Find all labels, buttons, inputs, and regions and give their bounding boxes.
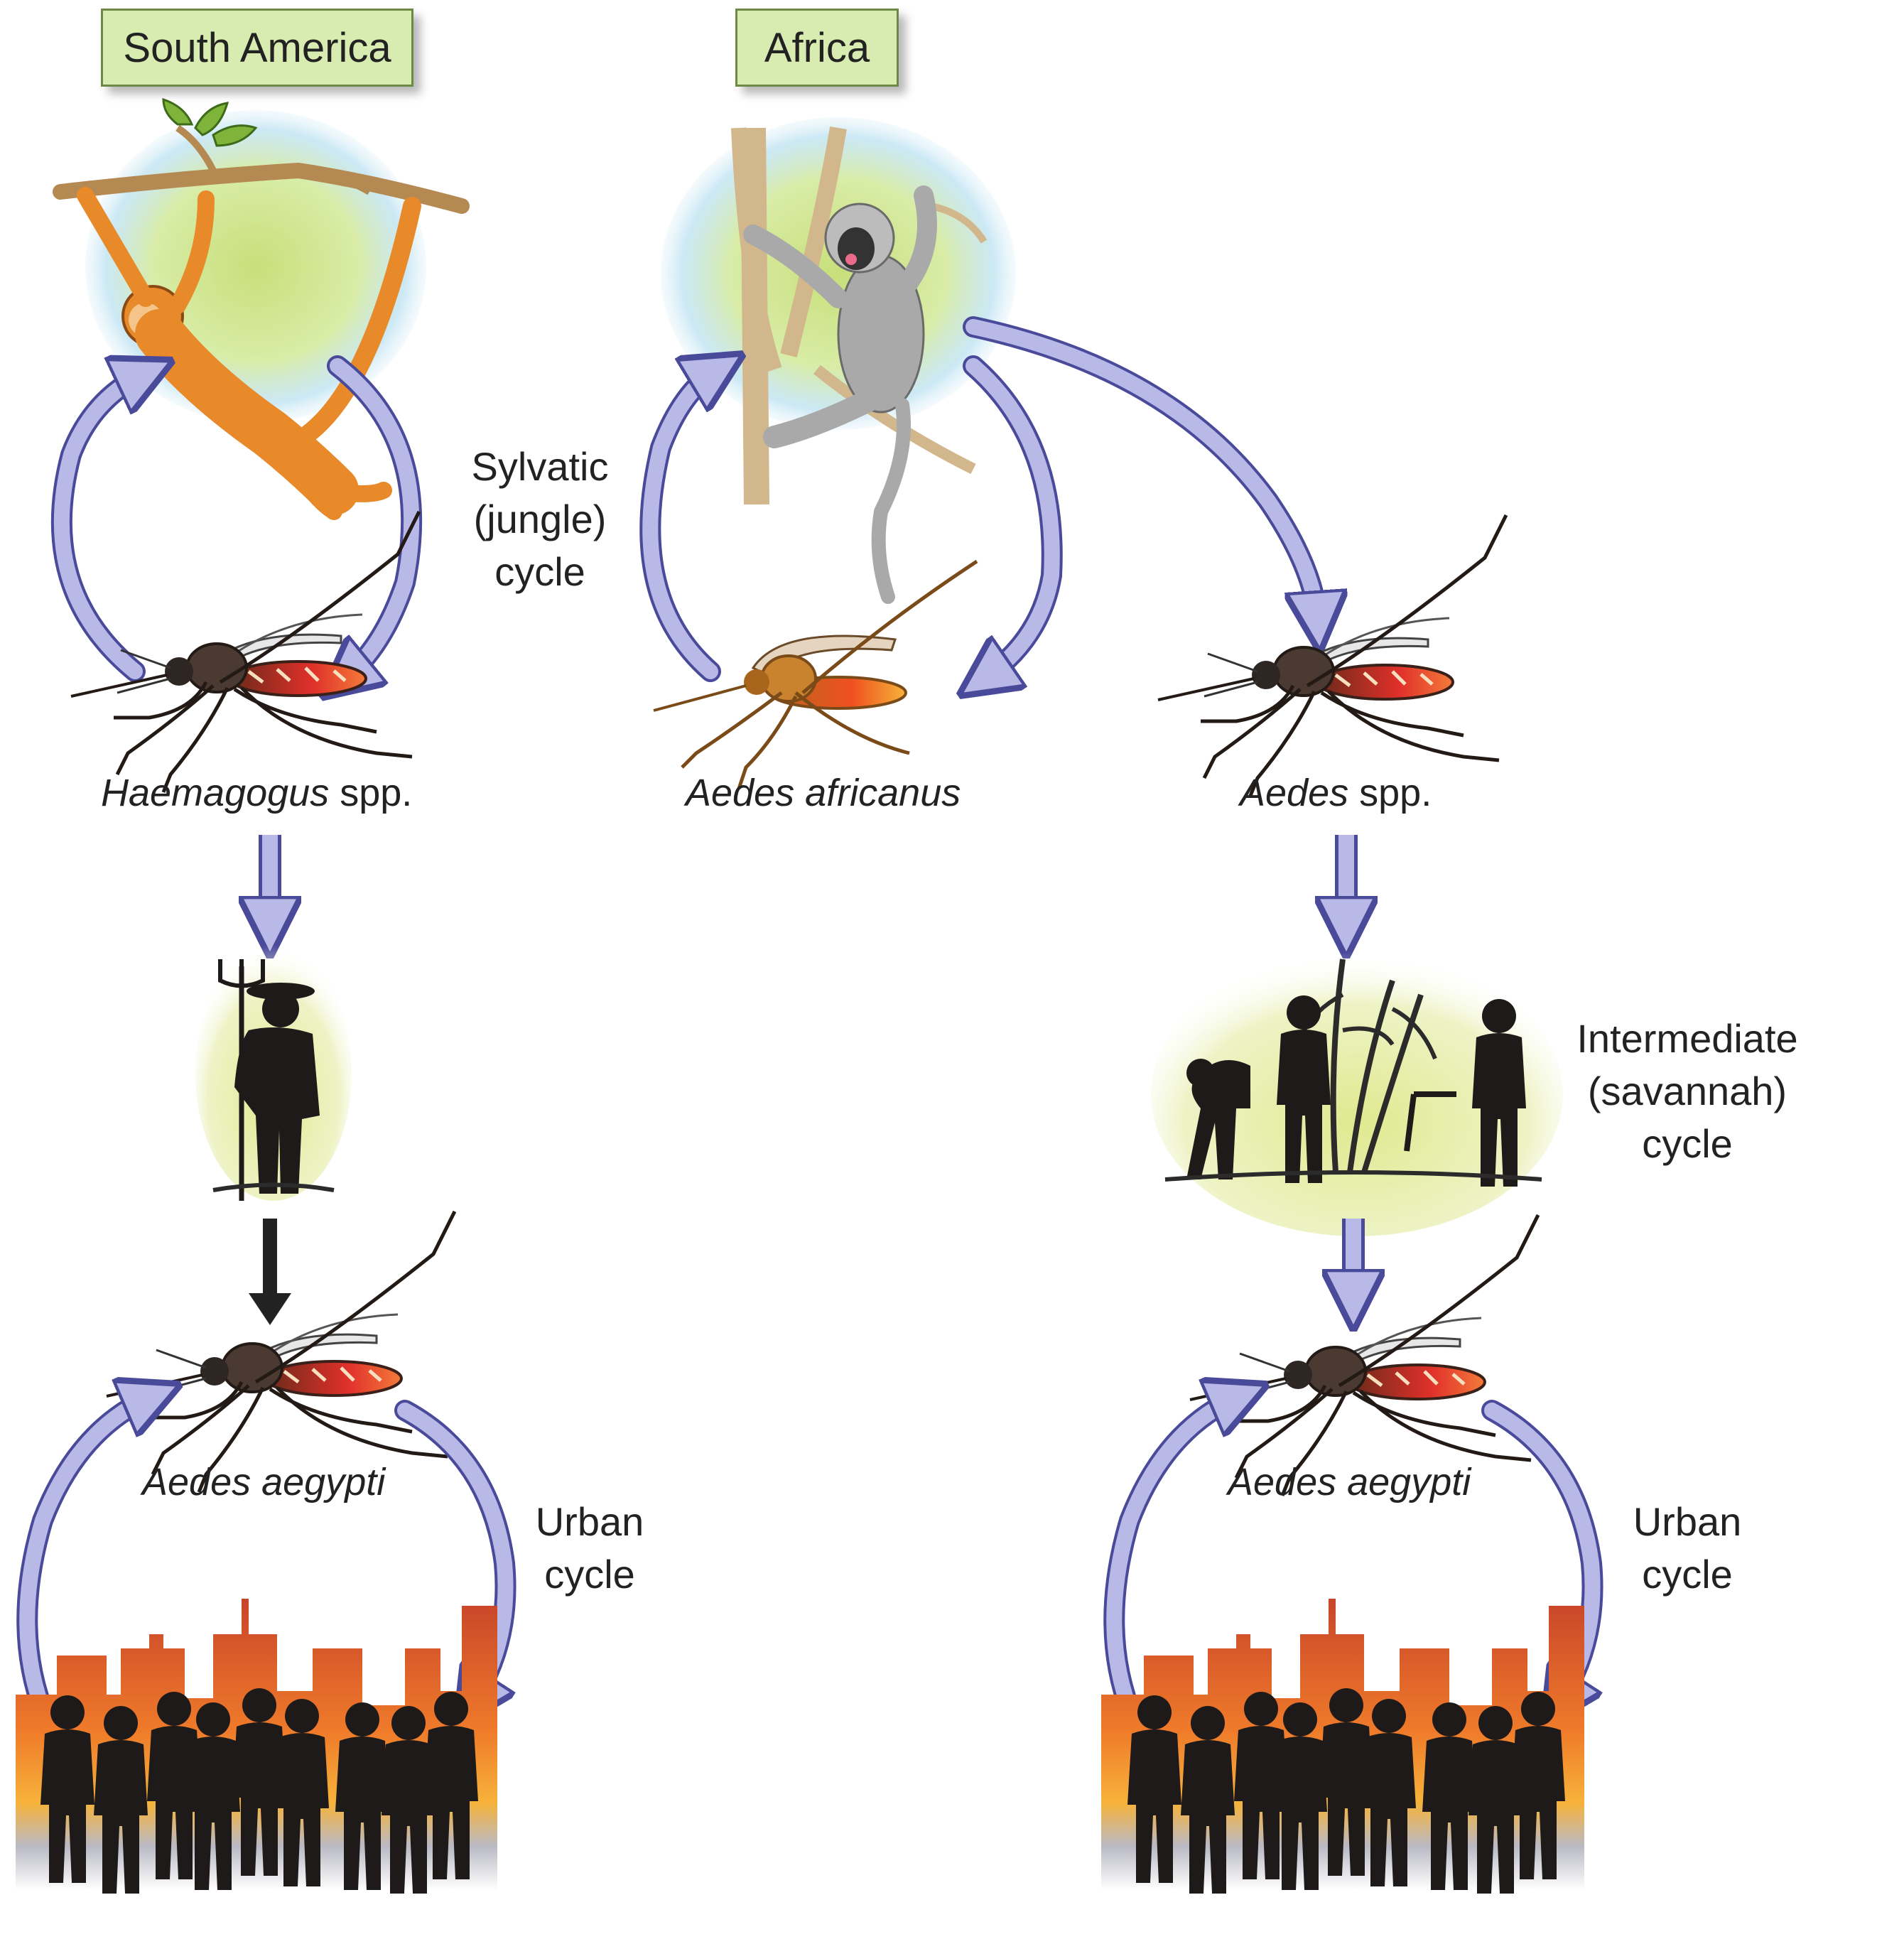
field-workers-icon bbox=[1151, 952, 1563, 1236]
species-label-aedes-aegypti-left: Aedes aegypti bbox=[142, 1460, 385, 1504]
cycle-line: Urban bbox=[535, 1499, 644, 1544]
cycle-label-urban-left: Urban cycle bbox=[512, 1496, 668, 1601]
species-genus: Aedes bbox=[1240, 772, 1349, 814]
cycle-line: (jungle) bbox=[473, 497, 607, 541]
farmer-icon bbox=[195, 945, 352, 1201]
cycle-label-urban-right: Urban cycle bbox=[1609, 1496, 1765, 1601]
mosquito-icon bbox=[1158, 515, 1506, 796]
species-name: Aedes aegypti bbox=[1228, 1461, 1471, 1503]
cycle-line: cycle bbox=[544, 1552, 635, 1597]
cycle-line: cycle bbox=[1642, 1121, 1733, 1166]
species-name: Aedes africanus bbox=[686, 772, 961, 814]
cycle-label-sylvatic: Sylvatic (jungle) cycle bbox=[455, 441, 625, 598]
cycle-line: cycle bbox=[1642, 1552, 1733, 1597]
city-crowd-icon bbox=[16, 1599, 497, 1894]
cycle-line: Urban bbox=[1633, 1499, 1742, 1544]
cycle-line: cycle bbox=[494, 549, 585, 594]
cycle-label-intermediate: Intermediate (savannah) cycle bbox=[1549, 1012, 1826, 1170]
spider-monkey-icon bbox=[53, 97, 470, 520]
species-label-aedes-aegypti-right: Aedes aegypti bbox=[1228, 1460, 1471, 1504]
species-label-aedes-spp: Aedes spp. bbox=[1240, 771, 1432, 815]
species-label-haemagogus: Haemagogus spp. bbox=[101, 771, 412, 815]
species-suffix: spp. bbox=[1348, 772, 1432, 814]
cycle-line: Intermediate bbox=[1576, 1016, 1798, 1061]
region-label-africa: Africa bbox=[735, 9, 899, 87]
species-suffix: spp. bbox=[329, 772, 413, 814]
region-label-south-america: South America bbox=[101, 9, 413, 87]
species-label-aedes-africanus: Aedes africanus bbox=[686, 771, 961, 815]
city-crowd-icon bbox=[1101, 1599, 1584, 1894]
species-genus: Haemagogus bbox=[101, 772, 330, 814]
species-name: Aedes aegypti bbox=[142, 1461, 386, 1503]
cycle-line: (savannah) bbox=[1587, 1069, 1787, 1113]
vervet-monkey-icon bbox=[661, 117, 1016, 604]
mosquito-icon bbox=[653, 559, 978, 789]
cycle-line: Sylvatic bbox=[471, 444, 609, 489]
mosquito-icon bbox=[107, 1211, 455, 1492]
